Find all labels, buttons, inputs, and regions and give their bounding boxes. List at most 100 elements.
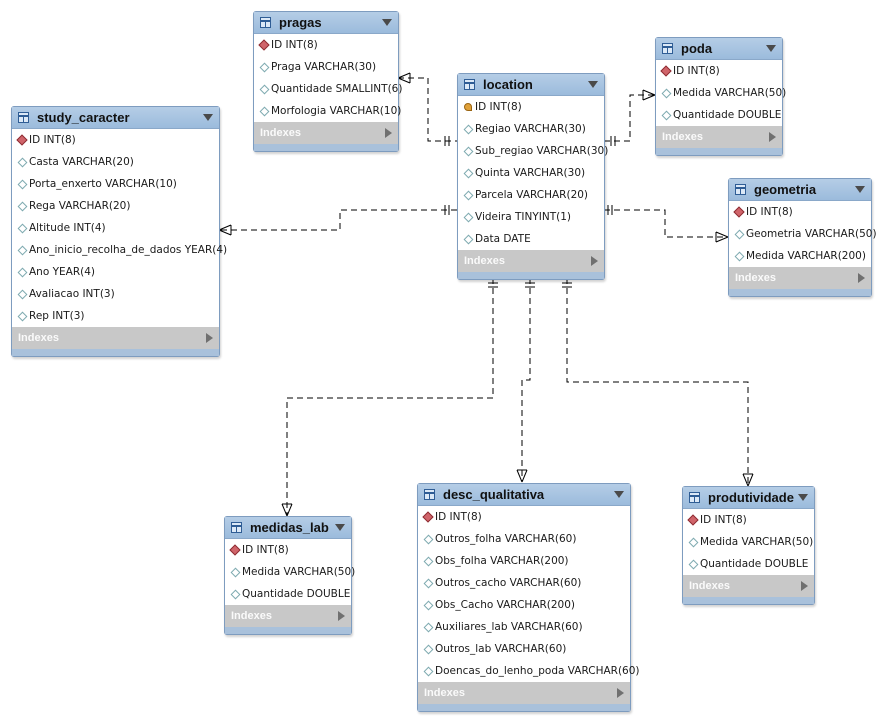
collapse-caret-icon[interactable] — [335, 524, 345, 531]
indexes-bar[interactable]: Indexes — [683, 575, 814, 597]
collapse-caret-icon[interactable] — [588, 81, 598, 88]
rel-location-desc-qualitativa[interactable] — [521, 278, 531, 482]
column-row[interactable]: Rega VARCHAR(20) — [12, 195, 219, 217]
column-row[interactable]: Medida VARCHAR(50) — [683, 531, 814, 553]
rel-location-poda[interactable] — [604, 94, 655, 142]
table-header[interactable]: location — [458, 74, 604, 96]
table-location[interactable]: location ID INT(8) Regiao VARCHAR(30) Su… — [457, 73, 608, 280]
indexes-expand-arrow-icon[interactable] — [858, 273, 865, 283]
table-header[interactable]: study_caracter — [12, 107, 219, 129]
table-header[interactable]: geometria — [729, 179, 871, 201]
indexes-bar[interactable]: Indexes — [12, 327, 219, 349]
column-row[interactable]: Sub_regiao VARCHAR(30) — [458, 140, 608, 162]
column-row[interactable]: Outros_lab VARCHAR(60) — [418, 638, 630, 660]
table-header[interactable]: medidas_lab — [225, 517, 351, 539]
rel-location-study-caracter[interactable] — [219, 209, 457, 231]
collapse-caret-icon[interactable] — [766, 45, 776, 52]
column-row[interactable]: ID INT(8) — [683, 509, 814, 531]
indexes-bar[interactable]: Indexes — [656, 126, 782, 148]
column-row[interactable]: Doencas_do_lenho_poda VARCHAR(60) — [418, 660, 640, 682]
column-row[interactable]: Medida VARCHAR(200) — [729, 245, 871, 267]
indexes-expand-arrow-icon[interactable] — [385, 128, 392, 138]
column-row[interactable]: ID INT(8) — [729, 201, 871, 223]
column-row[interactable]: Quantidade DOUBLE — [225, 583, 351, 605]
collapse-caret-icon[interactable] — [382, 19, 392, 26]
collapse-caret-icon[interactable] — [798, 494, 808, 501]
column-row[interactable]: Geometria VARCHAR(50) — [729, 223, 877, 245]
column-row[interactable]: Casta VARCHAR(20) — [12, 151, 219, 173]
rel-location-geometria[interactable] — [604, 209, 728, 238]
column-row[interactable]: Parcela VARCHAR(20) — [458, 184, 604, 206]
column-text: Ano YEAR(4) — [29, 266, 95, 278]
cardinality-many-mark — [281, 503, 293, 517]
collapse-caret-icon[interactable] — [203, 114, 213, 121]
column-row[interactable]: Quantidade SMALLINT(6) — [254, 78, 402, 100]
rel-location-pragas[interactable] — [398, 77, 457, 142]
indexes-bar[interactable]: Indexes — [225, 605, 351, 627]
indexes-expand-arrow-icon[interactable] — [206, 333, 213, 343]
column-row[interactable]: Morfologia VARCHAR(10) — [254, 100, 401, 122]
column-row[interactable]: Obs_folha VARCHAR(200) — [418, 550, 630, 572]
column-row[interactable]: Auxiliares_lab VARCHAR(60) — [418, 616, 630, 638]
column-row[interactable]: Videira TINYINT(1) — [458, 206, 604, 228]
column-text: Data DATE — [475, 233, 531, 245]
collapse-caret-icon[interactable] — [614, 491, 624, 498]
cardinality-one-mark — [562, 282, 572, 288]
column-row[interactable]: Quantidade DOUBLE — [656, 104, 782, 126]
table-poda[interactable]: poda ID INT(8) Medida VARCHAR(50) Quanti… — [655, 37, 786, 156]
column-text: Outros_lab VARCHAR(60) — [435, 643, 567, 655]
indexes-bar[interactable]: Indexes — [729, 267, 871, 289]
table-header[interactable]: pragas — [254, 12, 398, 34]
column-row[interactable]: ID INT(8) — [225, 539, 351, 561]
table-pragas[interactable]: pragas ID INT(8) Praga VARCHAR(30) Quant… — [253, 11, 402, 152]
column-text: Quinta VARCHAR(30) — [475, 167, 586, 179]
column-row[interactable]: ID INT(8) — [458, 96, 604, 118]
table-icon — [735, 184, 746, 195]
table-geometria[interactable]: geometria ID INT(8) Geometria VARCHAR(50… — [728, 178, 877, 297]
column-row[interactable]: Regiao VARCHAR(30) — [458, 118, 604, 140]
column-row[interactable]: Avaliacao INT(3) — [12, 283, 219, 305]
column-row[interactable]: Praga VARCHAR(30) — [254, 56, 398, 78]
indexes-expand-arrow-icon[interactable] — [769, 132, 776, 142]
column-text: Medida VARCHAR(50) — [673, 87, 787, 99]
column-row[interactable]: Medida VARCHAR(50) — [225, 561, 355, 583]
indexes-expand-arrow-icon[interactable] — [801, 581, 808, 591]
collapse-caret-icon[interactable] — [855, 186, 865, 193]
table-header[interactable]: poda — [656, 38, 782, 60]
indexes-expand-arrow-icon[interactable] — [338, 611, 345, 621]
indexes-bar[interactable]: Indexes — [418, 682, 630, 704]
indexes-label: Indexes — [18, 332, 59, 344]
column-row[interactable]: Outros_folha VARCHAR(60) — [418, 528, 630, 550]
indexes-label: Indexes — [735, 272, 776, 284]
rel-location-medidas-lab[interactable] — [286, 278, 494, 516]
column-row[interactable]: ID INT(8) — [254, 34, 398, 56]
column-row[interactable]: Data DATE — [458, 228, 604, 250]
column-diamond-icon — [423, 666, 433, 676]
cardinality-one-mark — [488, 282, 498, 288]
indexes-bar[interactable]: Indexes — [254, 122, 398, 144]
table-header[interactable]: desc_qualitativa — [418, 484, 630, 506]
table-produtividade[interactable]: produtividade ID INT(8) Medida VARCHAR(5… — [682, 486, 815, 605]
column-row[interactable]: Obs_Cacho VARCHAR(200) — [418, 594, 630, 616]
column-row[interactable]: Ano YEAR(4) — [12, 261, 219, 283]
table-study-caracter[interactable]: study_caracter ID INT(8) Casta VARCHAR(2… — [11, 106, 227, 357]
column-row[interactable]: Ano_inicio_recolha_de_dados YEAR(4) — [12, 239, 227, 261]
column-row[interactable]: Quinta VARCHAR(30) — [458, 162, 604, 184]
cardinality-many-mark — [642, 89, 656, 101]
rel-location-produtividade[interactable] — [566, 278, 749, 486]
table-medidas-lab[interactable]: medidas_lab ID INT(8) Medida VARCHAR(50)… — [224, 516, 355, 635]
column-row[interactable]: Medida VARCHAR(50) — [656, 82, 786, 104]
column-row[interactable]: Porta_enxerto VARCHAR(10) — [12, 173, 219, 195]
table-desc-qualitativa[interactable]: desc_qualitativa ID INT(8) Outros_folha … — [417, 483, 640, 712]
indexes-expand-arrow-icon[interactable] — [617, 688, 624, 698]
column-row[interactable]: Altitude INT(4) — [12, 217, 219, 239]
column-row[interactable]: ID INT(8) — [12, 129, 219, 151]
column-row[interactable]: ID INT(8) — [418, 506, 630, 528]
column-row[interactable]: Outros_cacho VARCHAR(60) — [418, 572, 630, 594]
indexes-bar[interactable]: Indexes — [458, 250, 604, 272]
column-row[interactable]: Rep INT(3) — [12, 305, 219, 327]
indexes-expand-arrow-icon[interactable] — [591, 256, 598, 266]
column-row[interactable]: ID INT(8) — [656, 60, 782, 82]
column-row[interactable]: Quantidade DOUBLE — [683, 553, 814, 575]
table-header[interactable]: produtividade — [683, 487, 814, 509]
